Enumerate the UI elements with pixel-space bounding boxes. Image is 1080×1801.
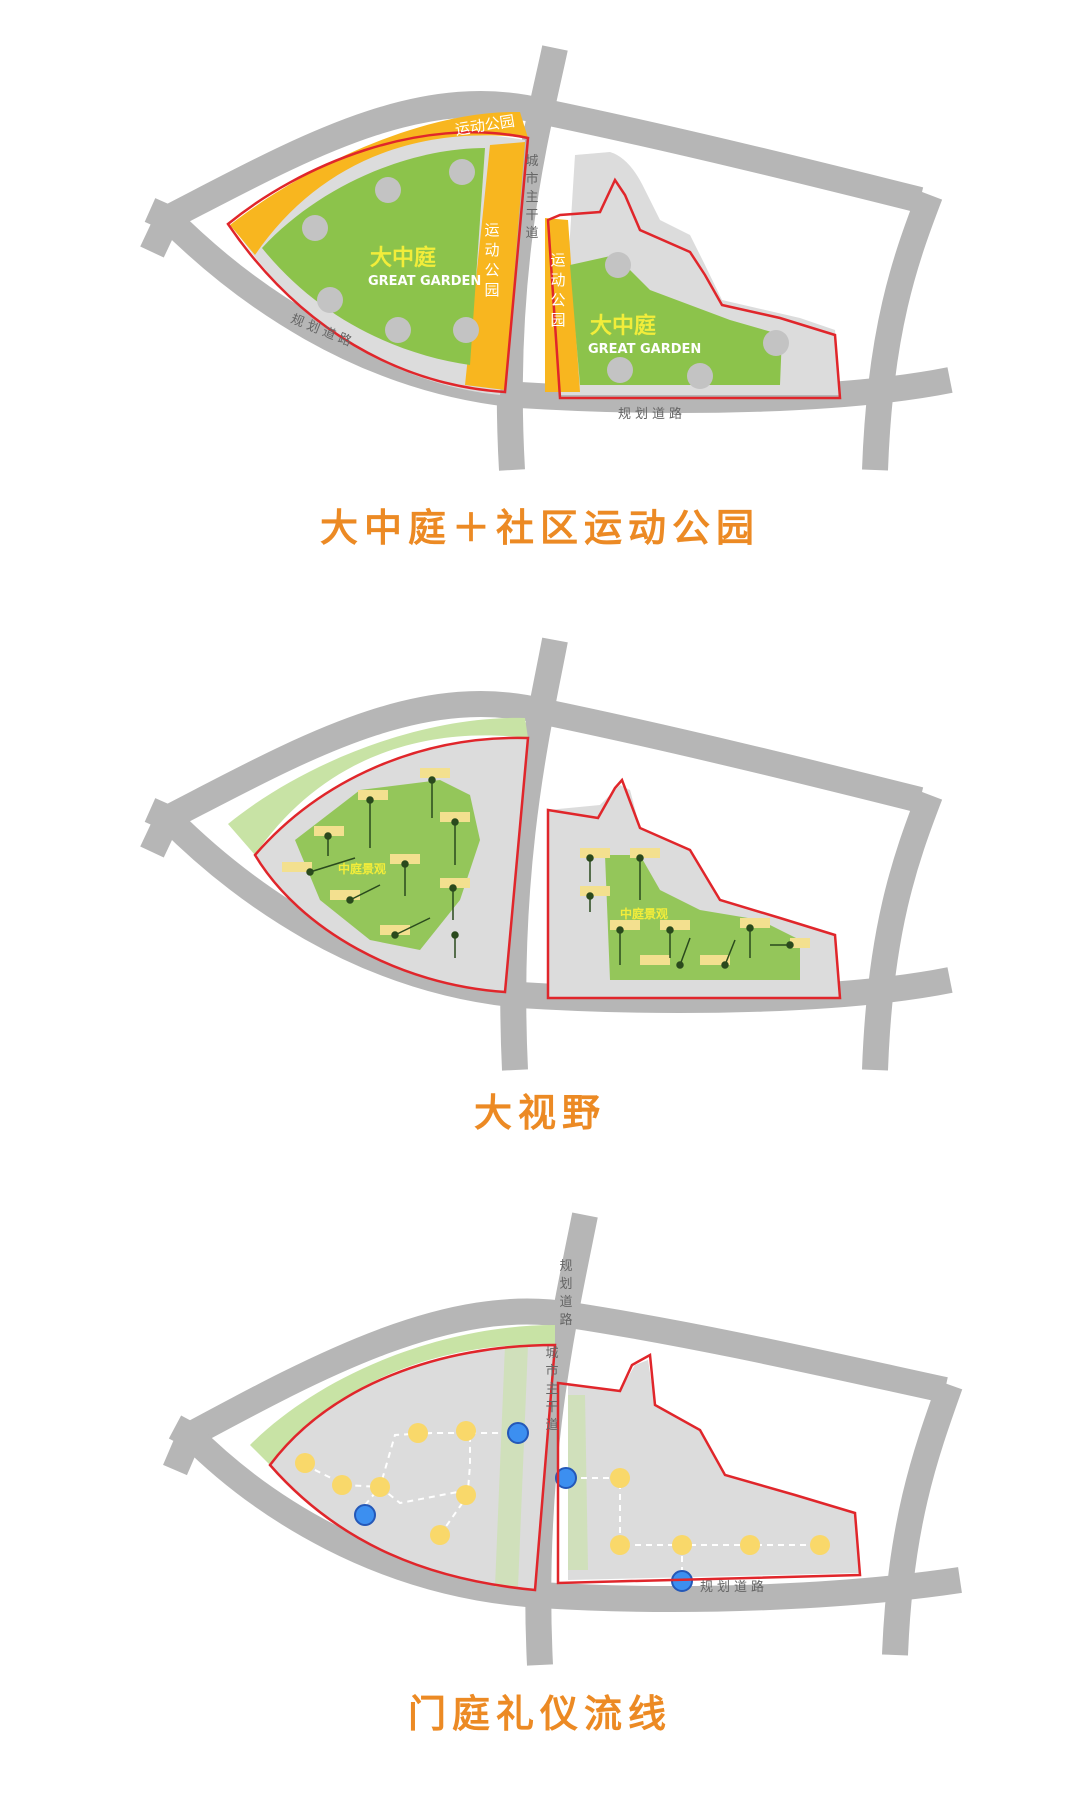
label-garden-right-en: GREAT GARDEN xyxy=(588,342,701,357)
label-sport-right-char: 园 xyxy=(550,311,565,329)
label-garden-left-en: GREAT GARDEN xyxy=(368,274,481,289)
label-sport-right-char: 运 xyxy=(550,251,565,269)
courtyard-landscape-left xyxy=(295,780,480,950)
road-main-char: 干 xyxy=(525,208,538,223)
panel-garden-sport: 运动公园 运 动 公 园 运 动 公 园 城 市 主 干 道 规划道路 规划道路… xyxy=(0,0,1080,480)
caption-entrance-route: 门庭礼仪流线 xyxy=(407,1692,672,1736)
great-garden-right xyxy=(570,255,782,385)
label-sport-mid-char: 动 xyxy=(484,241,499,259)
label-sport-right-char: 动 xyxy=(550,271,565,289)
site-right-block xyxy=(568,1360,860,1580)
label-garden-left-cn: 大中庭 xyxy=(370,245,436,271)
road-network xyxy=(140,45,953,471)
site-plan-1: 运动公园 运 动 公 园 运 动 公 园 城 市 主 干 道 规划道路 规划道路… xyxy=(140,45,953,471)
road-network xyxy=(163,1212,963,1666)
sport-park-right-strip xyxy=(545,218,580,392)
caption-garden-sport: 大中庭＋社区运动公园 xyxy=(319,506,760,550)
road-main-char: 主 xyxy=(525,190,538,205)
site-left-block xyxy=(270,1345,555,1590)
panel-wide-view: 中庭景观 中庭景观 xyxy=(0,600,1080,1120)
site-boundaries xyxy=(253,736,842,1000)
label-sport-mid-char: 运 xyxy=(484,221,499,239)
label-sport-mid-char: 公 xyxy=(484,261,499,279)
label-sport-right-char: 公 xyxy=(550,291,565,309)
site-boundaries xyxy=(226,131,842,400)
label-road-bottom: 规划道路 xyxy=(700,1579,768,1595)
view-arrows xyxy=(306,776,794,969)
road-main-char: 城 xyxy=(525,154,538,169)
road-plan-char: 划 xyxy=(559,1277,572,1292)
green-strip-left xyxy=(495,1345,528,1587)
site-plan-2: 中庭景观 中庭景观 xyxy=(140,637,953,1071)
residential-buildings xyxy=(282,768,810,965)
tree-circles xyxy=(302,159,789,389)
label-road-plan: 规 划 道 路 xyxy=(559,1259,572,1328)
label-road-main: 城 市 主 干 道 xyxy=(545,1346,558,1433)
courtyard-landscape-right xyxy=(605,855,800,980)
caption-wide-view: 大视野 xyxy=(473,1091,606,1135)
label-sport-mid-char: 园 xyxy=(484,281,499,299)
sport-park-top-strip xyxy=(230,111,528,256)
road-plan-char: 道 xyxy=(559,1295,572,1310)
green-buffer-left xyxy=(228,717,528,855)
panel-entrance-route: 规 划 道 路 城 市 主 干 道 规划道路 xyxy=(0,1195,1080,1675)
label-landscape-left: 中庭景观 xyxy=(338,861,386,876)
label-road-plan-right: 规划道路 xyxy=(618,406,686,422)
road-main-char: 主 xyxy=(545,1382,558,1397)
road-main-char: 道 xyxy=(525,226,538,241)
label-road-main: 城 市 主 干 道 xyxy=(525,154,538,241)
route-nodes xyxy=(295,1421,830,1555)
road-plan-char: 规 xyxy=(559,1259,572,1274)
site-boundaries xyxy=(268,1343,862,1592)
road-main-char: 市 xyxy=(525,171,538,187)
label-sport-right: 运 动 公 园 xyxy=(550,251,565,329)
road-main-char: 干 xyxy=(545,1400,558,1415)
great-garden-left xyxy=(262,148,485,365)
label-landscape-right: 中庭景观 xyxy=(620,906,668,921)
road-plan-char: 路 xyxy=(559,1312,572,1328)
entrance-gates xyxy=(354,1422,693,1592)
road-main-char: 市 xyxy=(545,1363,558,1379)
site-plan-3: 规 划 道 路 城 市 主 干 道 规划道路 xyxy=(163,1212,963,1666)
label-sport-mid: 运 动 公 园 xyxy=(484,221,499,299)
road-main-char: 城 xyxy=(545,1346,558,1361)
label-garden-right-cn: 大中庭 xyxy=(590,313,656,339)
green-strip-right xyxy=(568,1395,588,1570)
road-main-char: 道 xyxy=(545,1418,558,1433)
